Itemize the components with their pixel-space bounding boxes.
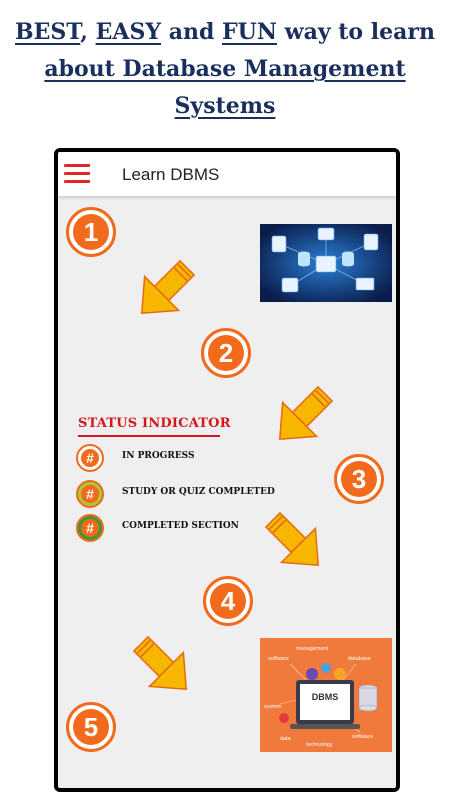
step-4-button[interactable]: 4 [203,576,253,626]
dbms-word-technology: technology [306,742,333,748]
step-4-number: 4 [210,583,246,619]
phone-screen: Learn DBMS 1 2 3 4 5 [54,148,400,792]
step-3-button[interactable]: 3 [334,454,384,504]
dbms-word-software-1: software [268,656,289,662]
arrow-down-right-icon-2 [278,385,334,441]
step-1-button[interactable]: 1 [66,207,116,257]
step-3-number: 3 [341,461,377,497]
step-5-number: 5 [73,709,109,745]
dbms-word-system: system [264,704,282,710]
arrow-down-left-icon-2 [132,635,188,691]
step-5-button[interactable]: 5 [66,702,116,752]
status-completed-section-symbol: # [81,519,99,537]
legend-label-study-completed: STUDY OR QUIZ COMPLETED [122,487,275,497]
headline-line-1: BEST, EASY and FUN way to learn [0,14,450,51]
dbms-word-management: management [296,646,329,652]
status-study-completed-symbol: # [81,485,99,503]
step-1-number: 1 [73,214,109,250]
headline-word-easy: EASY [95,19,162,45]
headline-line-3: Systems [0,88,450,125]
app-bar: Learn DBMS [58,152,396,196]
status-study-completed-icon: # [76,480,104,508]
database-network-illustration [260,224,392,302]
step-2-number: 2 [208,335,244,371]
step-2-button[interactable]: 2 [201,328,251,378]
status-indicator-title: STATUS INDICATOR [78,416,231,431]
dbms-word-database: database [348,656,371,662]
legend-label-in-progress: IN PROGRESS [122,451,195,461]
headline-comma: , [80,19,88,45]
headline-tail: way to learn [284,19,435,45]
status-completed-section-icon: # [76,514,104,542]
arrow-down-right-icon-1 [140,259,196,315]
status-in-progress-symbol: # [81,449,99,467]
headline-line-3-text: Systems [174,93,276,119]
arrow-down-left-icon-1 [264,511,320,567]
status-title-underline [78,435,220,437]
headline-word-best: BEST [15,19,81,45]
dbms-word-data: data [280,736,292,742]
headline: BEST, EASY and FUN way to learn about Da… [0,14,450,125]
dbms-illustration: management software database system data… [260,638,392,752]
hamburger-menu-icon[interactable] [64,164,90,184]
status-in-progress-icon: # [76,444,104,472]
legend-label-completed-section: COMPLETED SECTION [122,521,239,531]
headline-and: and [168,19,215,45]
dbms-center-label: DBMS [312,692,339,702]
headline-word-fun: FUN [222,19,277,45]
headline-line-2-text: about Database Management [44,56,406,82]
headline-line-2: about Database Management [0,51,450,88]
app-title: Learn DBMS [122,165,220,184]
dbms-word-software-2: software [352,734,373,740]
